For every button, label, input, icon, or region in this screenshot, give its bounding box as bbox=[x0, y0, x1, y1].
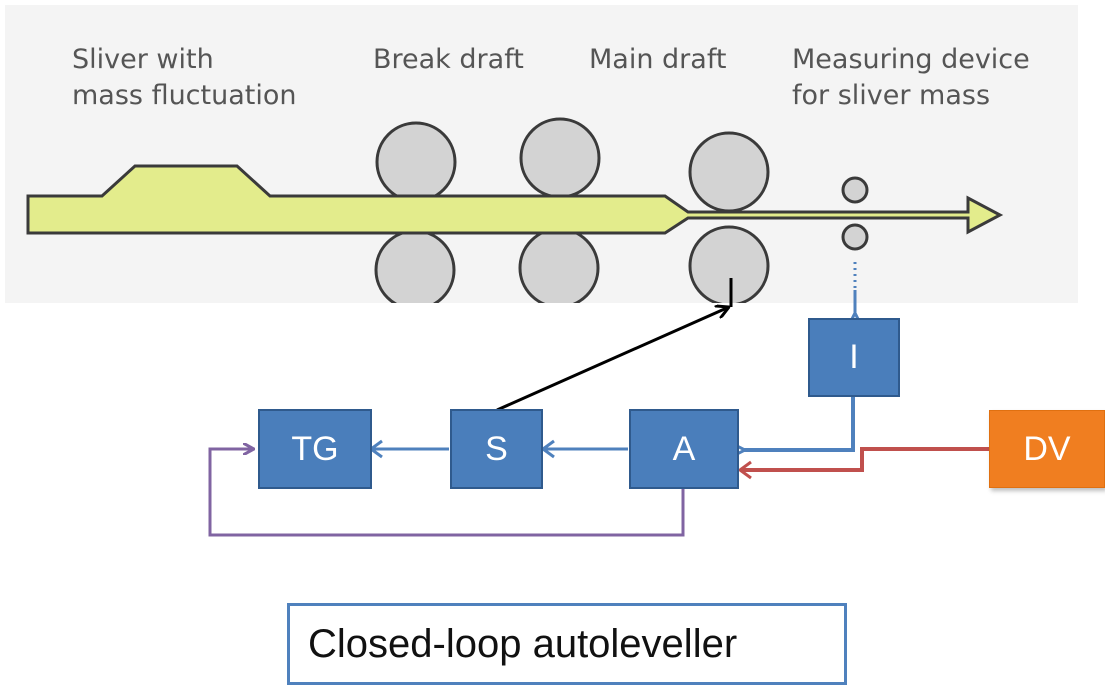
i-to-a-connector bbox=[742, 397, 855, 450]
break-draft-bottom-roller-2 bbox=[518, 227, 600, 303]
a-to-tg-feedback bbox=[208, 449, 685, 537]
break-draft-top-roller-2 bbox=[519, 117, 601, 199]
block-s: S bbox=[450, 409, 543, 489]
main-draft-label: Main draft bbox=[589, 44, 727, 75]
sliver-shape bbox=[26, 164, 1004, 235]
break-draft-bottom-roller-1 bbox=[374, 229, 456, 303]
sliver-label: Sliver with mass fluctuation bbox=[72, 44, 297, 111]
main-draft-top-roller bbox=[688, 131, 770, 213]
caption-text: Closed-loop autoleveller bbox=[308, 621, 738, 666]
block-dv: DV bbox=[989, 410, 1105, 488]
dv-to-a-arrowhead bbox=[737, 460, 752, 480]
a-to-s-arrowhead bbox=[540, 439, 555, 459]
block-a: A bbox=[629, 409, 739, 489]
measuring-top-roller bbox=[841, 176, 869, 204]
caption-box: Closed-loop autoleveller bbox=[287, 603, 847, 685]
dv-to-a-connector bbox=[742, 447, 990, 472]
break-draft-label: Break draft bbox=[373, 44, 524, 75]
measuring-bottom-roller bbox=[841, 223, 869, 251]
s-to-main-draft-arrow bbox=[496, 307, 729, 412]
break-draft-top-roller-1 bbox=[375, 121, 457, 203]
block-tg: TG bbox=[258, 409, 372, 489]
block-i: I bbox=[808, 318, 900, 397]
measuring-device-label: Measuring device for sliver mass bbox=[792, 44, 1030, 111]
main-draft-bottom-roller bbox=[688, 225, 770, 303]
